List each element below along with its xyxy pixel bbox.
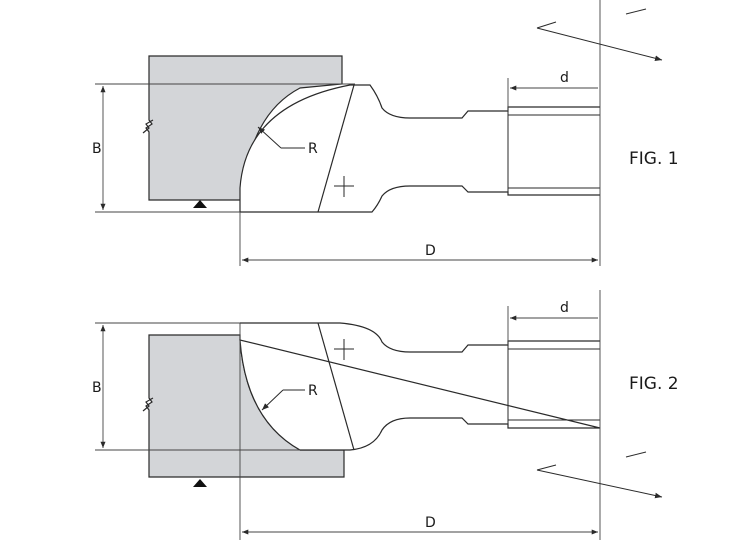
reference-triangle-2: [193, 479, 207, 487]
feed-mark-b-1: [625, 8, 647, 15]
figure-caption-1: FIG. 1: [629, 149, 679, 169]
figure-caption-2: FIG. 2: [629, 374, 679, 394]
feed-mark-b-2: [625, 451, 647, 458]
cutting-edge-1: [317, 84, 355, 213]
reference-triangle-1: [193, 200, 207, 208]
feed-mark-a-2: [536, 464, 557, 471]
cutting-edge-2: [317, 322, 355, 451]
figure-2: R B D d FIG. 2: [92, 290, 679, 540]
diameter-label-1: D: [425, 243, 436, 259]
radius-label-1: R: [308, 141, 318, 157]
height-label-1: B: [92, 141, 102, 157]
break-mark-1: [142, 119, 154, 134]
feed-arrow-2: [536, 469, 663, 499]
figure-1: R B D d FIG. 1: [92, 0, 679, 266]
height-label-2: B: [92, 380, 102, 396]
cutter-profile-1: [239, 84, 600, 213]
feed-mark-a-1: [536, 21, 557, 29]
bore-label-2: d: [560, 300, 569, 316]
radius-label-2: R: [308, 383, 318, 399]
break-mark-2: [142, 397, 154, 412]
diameter-label-2: D: [425, 515, 436, 531]
cutter-profile-2: [239, 322, 601, 451]
bore-label-1: d: [560, 70, 569, 86]
radius-arrow-2: [261, 389, 284, 411]
feed-arrow-1: [536, 27, 663, 61]
radius-arrow-1: [257, 126, 282, 149]
